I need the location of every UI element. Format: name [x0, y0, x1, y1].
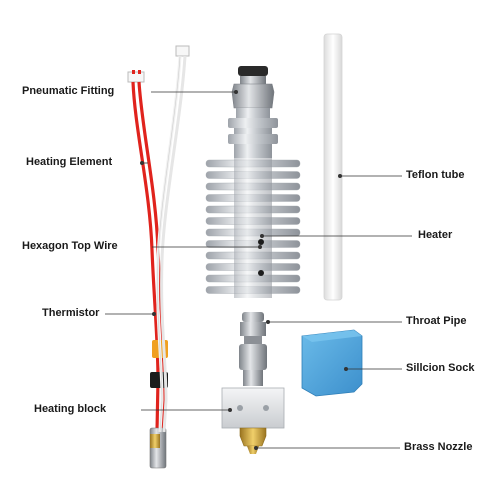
thermistor-wire	[150, 45, 190, 448]
label-teflon-tube: Teflon tube	[406, 169, 465, 181]
teflon-tube	[323, 33, 343, 301]
label-thermistor: Thermistor	[42, 307, 100, 319]
silicone-sock	[301, 329, 363, 397]
label-heater: Heater	[418, 229, 453, 241]
label-hexagon-top-wire: Hexagon Top Wire	[22, 240, 118, 252]
throat-pipe	[239, 312, 267, 386]
heat-sink	[205, 66, 301, 298]
label-brass-nozzle: Brass Nozzle	[404, 441, 473, 453]
label-heating-element: Heating Element	[26, 156, 113, 168]
label-throat-pipe: Throat Pipe	[406, 315, 467, 327]
heating-block	[221, 387, 285, 454]
label-heating-block: Heating block	[34, 403, 107, 415]
label-pneumatic-fitting: Pneumatic Fitting	[22, 85, 115, 97]
label-silicone-sock: Sillcion Sock	[406, 362, 475, 374]
leader-lines	[105, 90, 412, 450]
